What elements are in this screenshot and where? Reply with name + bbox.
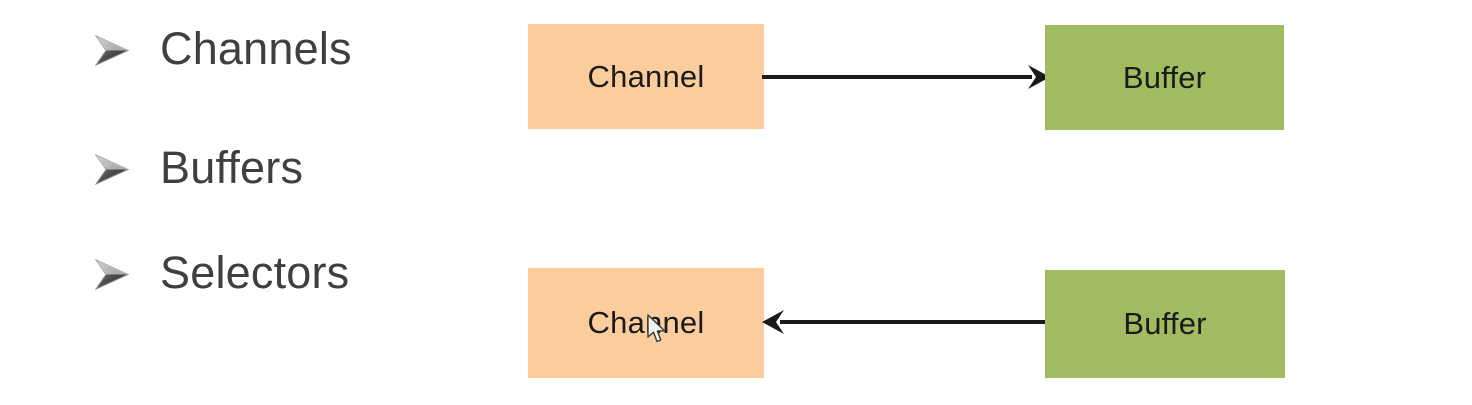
arrowhead-bullet-icon (92, 242, 136, 304)
list-item[interactable]: Buffers (92, 137, 303, 199)
node-label: Channel (587, 58, 705, 94)
list-item-label: Channels (160, 23, 352, 74)
node-label: Buffer (1123, 306, 1207, 341)
diagram-node-buffer-top[interactable]: Buffer (1045, 25, 1284, 130)
list-item-label: Buffers (160, 142, 304, 193)
arrowhead-bullet-icon (92, 137, 136, 199)
node-label: Buffer (1122, 59, 1207, 95)
list-item-label: Selectors (160, 247, 350, 298)
node-label: Channel (587, 305, 705, 340)
arrowhead-bullet-icon (92, 18, 136, 80)
diagram-node-channel-top[interactable]: Channel (528, 24, 764, 129)
list-item[interactable]: Channels (92, 18, 352, 80)
diagram-node-channel-bottom[interactable]: Channel (528, 268, 764, 378)
arrow-left-icon (760, 303, 1052, 341)
bullet-list: Channels Buffers (92, 0, 492, 405)
arrow-right-icon (760, 58, 1052, 96)
list-item[interactable]: Selectors (92, 242, 349, 304)
diagram-node-buffer-bottom[interactable]: Buffer (1045, 270, 1285, 378)
